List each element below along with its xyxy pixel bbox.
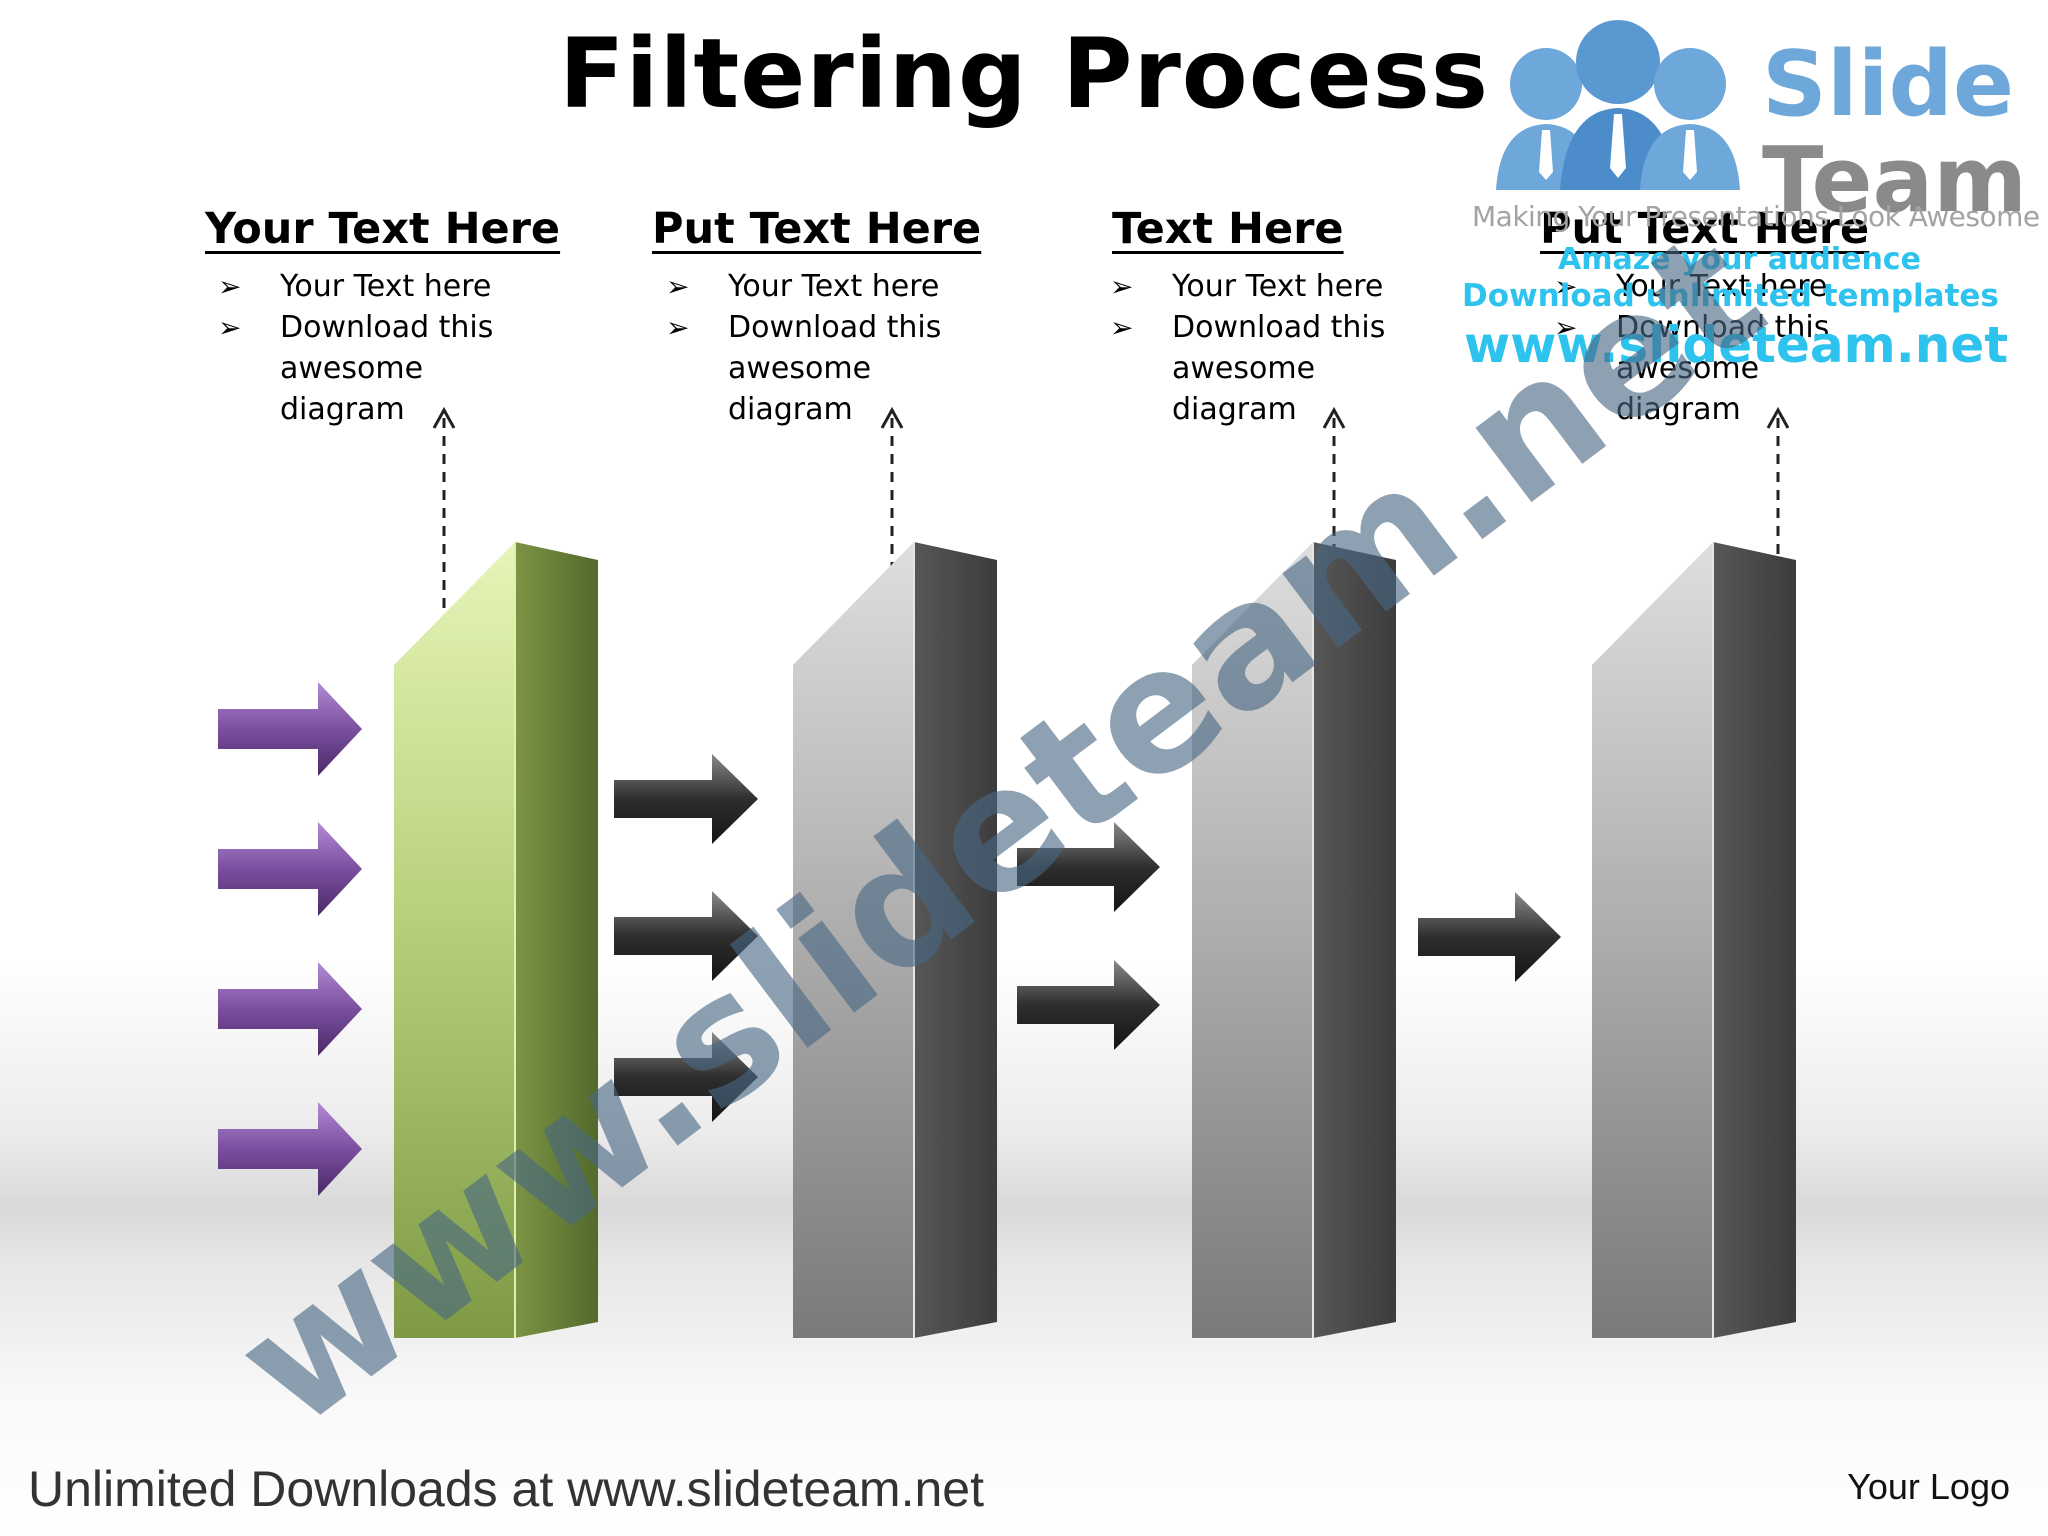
right-arrow-icon bbox=[614, 891, 758, 981]
filter-1-front bbox=[394, 542, 515, 1338]
filter-3-side bbox=[1313, 542, 1396, 1338]
arrowhead-bullet-icon: ➢ bbox=[218, 311, 242, 344]
footer-download-text: Unlimited Downloads at www.slideteam.net bbox=[28, 1461, 984, 1517]
stage-arrows bbox=[614, 754, 1561, 1122]
filter-3-front bbox=[1192, 542, 1313, 1338]
filter-panel-3 bbox=[1192, 542, 1396, 1338]
up-arrowhead-icon bbox=[1322, 406, 1346, 429]
logo-tagline: Making Your Presentations Look Awesome bbox=[1472, 200, 2040, 233]
promo-line2: Download unlimited templates bbox=[1462, 278, 1999, 314]
logo-brand-line2: Team bbox=[1762, 128, 2027, 233]
column-3-heading: Text Here bbox=[1112, 204, 1344, 254]
column-3-bullets: ➢Your Text here ➢Download this awesome d… bbox=[1110, 266, 1410, 430]
arrowhead-bullet-icon: ➢ bbox=[1554, 311, 1578, 344]
dashed-connectors bbox=[442, 418, 1780, 650]
column-4-heading: Put Text Here bbox=[1540, 204, 1870, 254]
up-arrowhead-icon bbox=[432, 406, 456, 429]
filter-2-side bbox=[914, 542, 997, 1338]
filter-panel-1 bbox=[394, 542, 598, 1338]
promo-line3: www.slideteam.net bbox=[1464, 316, 2009, 374]
connector-arrowheads bbox=[432, 406, 1790, 429]
right-arrow-icon bbox=[218, 962, 362, 1056]
promo-line1: Amaze your audience bbox=[1558, 242, 1921, 277]
right-arrow-icon bbox=[218, 682, 362, 776]
arrowhead-bullet-icon: ➢ bbox=[1110, 311, 1134, 344]
right-arrow-icon bbox=[1017, 960, 1160, 1050]
arrowhead-bullet-icon: ➢ bbox=[218, 270, 242, 303]
right-arrow-icon bbox=[1418, 892, 1561, 982]
bullet-item: ➢Download this awesome diagram bbox=[218, 307, 518, 430]
arrowhead-bullet-icon: ➢ bbox=[1110, 270, 1134, 303]
column-4-bullets: ➢Your Text here ➢Download this awesome d… bbox=[1554, 266, 1854, 430]
bullet-item: ➢Your Text here bbox=[1554, 266, 1854, 307]
input-arrows bbox=[218, 682, 362, 1196]
up-arrowhead-icon bbox=[1766, 406, 1790, 429]
right-arrow-icon bbox=[1017, 822, 1160, 912]
filter-4-front bbox=[1592, 542, 1713, 1338]
column-1-bullets: ➢Your Text here ➢Download this awesome d… bbox=[218, 266, 518, 430]
filter-panel-4 bbox=[1592, 542, 1796, 1338]
arrowhead-bullet-icon: ➢ bbox=[1554, 270, 1578, 303]
column-1-heading: Your Text Here bbox=[205, 204, 561, 254]
column-2-bullets: ➢Your Text here ➢Download this awesome d… bbox=[666, 266, 966, 430]
right-arrow-icon bbox=[218, 1102, 362, 1196]
column-2-heading: Put Text Here bbox=[652, 204, 982, 254]
up-arrowhead-icon bbox=[880, 406, 904, 429]
arrowhead-bullet-icon: ➢ bbox=[666, 311, 690, 344]
bullet-item: ➢Your Text here bbox=[666, 266, 966, 307]
right-arrow-icon bbox=[614, 754, 758, 844]
footer-logo-placeholder: Your Logo bbox=[1847, 1466, 2010, 1507]
bullet-item: ➢Download this awesome diagram bbox=[666, 307, 966, 430]
arrowhead-bullet-icon: ➢ bbox=[666, 270, 690, 303]
bullet-item: ➢Your Text here bbox=[218, 266, 518, 307]
bullet-item: ➢Download this awesome diagram bbox=[1554, 307, 1854, 430]
filter-4-side bbox=[1713, 542, 1796, 1338]
filter-2-front bbox=[793, 542, 914, 1338]
filter-1-side bbox=[515, 542, 598, 1338]
right-arrow-icon bbox=[614, 1032, 758, 1122]
slideteam-people-icon bbox=[1496, 20, 1740, 190]
logo-brand-line1: Slide bbox=[1762, 32, 2014, 137]
right-arrow-icon bbox=[218, 822, 362, 916]
bullet-item: ➢Download this awesome diagram bbox=[1110, 307, 1410, 430]
filter-panel-2 bbox=[793, 542, 997, 1338]
page-title: Filtering Process bbox=[558, 18, 1490, 130]
slideteam-logo: Slide Team Making Your Presentations Loo… bbox=[1462, 20, 2040, 380]
bullet-item: ➢Your Text here bbox=[1110, 266, 1410, 307]
